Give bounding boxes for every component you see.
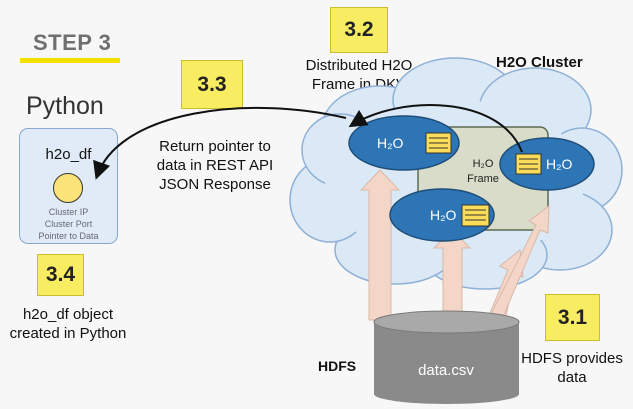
caption-3-4-line-1: h2o_df object	[22, 306, 114, 323]
hdfs-cylinder: data.csv	[373, 310, 520, 404]
h2o-df-line-pointer: Pointer to Data	[38, 231, 99, 241]
caption-3-1-line-1: HDFS provides	[521, 350, 623, 367]
hdfs-label: HDFS	[318, 358, 357, 374]
h2o-df-box: h2o_df Cluster IP Cluster Port Pointer t…	[19, 128, 118, 244]
caption-3-4: h2o_df object created in Python	[4, 305, 132, 343]
node-to-node-arrow	[348, 104, 523, 153]
pointer-circle-icon	[53, 173, 83, 203]
caption-3-2-line-1: Distributed H2O	[305, 57, 413, 74]
h2o-df-title: h2o_df	[45, 146, 92, 163]
step-underline	[20, 58, 120, 63]
badge-3-1: 3.1	[545, 294, 600, 341]
cluster-title: H2O Cluster	[496, 54, 583, 71]
step-title: STEP 3	[33, 30, 112, 55]
hdfs-file-label: data.csv	[418, 362, 474, 379]
caption-3-1: HDFS provides data	[516, 349, 628, 387]
h2o-node-1-label: H₂O	[377, 135, 404, 151]
h2o-node-3: H₂O	[389, 188, 495, 242]
caption-3-3-line-1: Return pointer to	[159, 138, 271, 155]
caption-3-3-line-2: data in REST API	[156, 157, 274, 174]
caption-3-3-line-3: JSON Response	[159, 176, 271, 193]
h2o-df-line-cluster-port: Cluster Port	[44, 219, 93, 229]
hdfs-upload-arrows	[359, 169, 550, 327]
frame-label-line-1: H₂O	[473, 158, 494, 170]
h2o-node-2: H₂O	[499, 137, 595, 191]
badge-3-3: 3.3	[181, 60, 243, 109]
h2o-node-1: H₂O	[348, 115, 460, 171]
frame-label-line-2: Frame	[467, 173, 499, 185]
caption-3-1-line-2: data	[557, 369, 587, 386]
caption-3-3: Return pointer to data in REST API JSON …	[150, 137, 280, 194]
h2o-node-2-label: H₂O	[546, 156, 573, 172]
h2o-node-3-label: H₂O	[430, 207, 457, 223]
badge-3-4: 3.4	[37, 254, 84, 296]
h2o-df-line-cluster-ip: Cluster IP	[48, 207, 89, 217]
python-label: Python	[26, 92, 104, 120]
caption-3-4-line-2: created in Python	[9, 325, 127, 342]
badge-3-2: 3.2	[330, 7, 388, 53]
return-pointer-arrow	[93, 106, 347, 180]
